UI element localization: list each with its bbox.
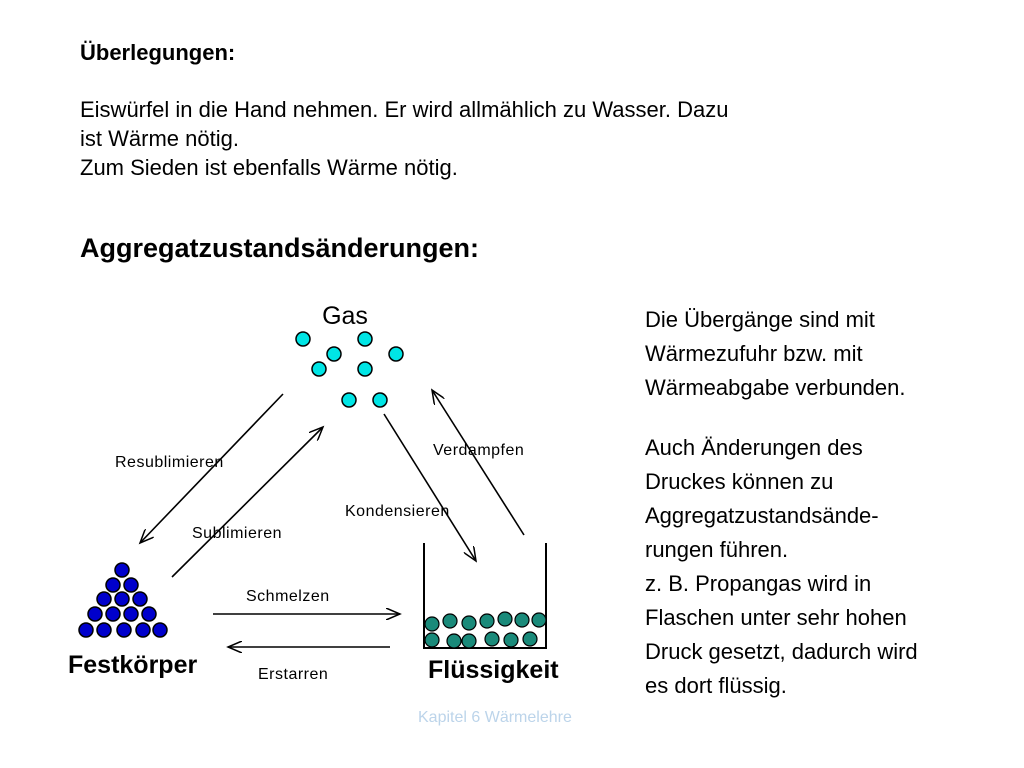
side-text-block-1: Die Übergänge sind mit Wärmezufuhr bzw. … <box>645 303 906 405</box>
side-line: Wärmeabgabe verbunden. <box>645 375 906 400</box>
gas-particle <box>388 346 404 362</box>
gas-particles <box>295 331 404 408</box>
side-line: z. B. Propangas wird in <box>645 571 872 596</box>
liquid-label: Flüssigkeit <box>428 656 559 684</box>
label-verdampfen: Verdampfen <box>433 442 524 459</box>
solid-label: Festkörper <box>68 651 197 679</box>
side-line: rungen führen. <box>645 537 789 562</box>
side-text-block-2: Auch Änderungen des Druckes können zu Ag… <box>645 431 918 703</box>
solid-particles <box>78 562 168 638</box>
gas-particle <box>357 331 373 347</box>
arrow-verdampfen <box>432 390 525 536</box>
gas-particle <box>295 331 311 347</box>
label-schmelzen: Schmelzen <box>246 588 330 605</box>
arrow-sublimieren <box>171 427 323 578</box>
intro-paragraph: Eiswürfel in die Hand nehmen. Er wird al… <box>80 95 940 182</box>
arrow-kondensieren <box>383 413 476 561</box>
label-erstarren: Erstarren <box>258 666 328 683</box>
gas-particle <box>341 392 357 408</box>
label-sublimieren: Sublimieren <box>192 525 282 542</box>
side-line: Aggregatzustandsände- <box>645 503 879 528</box>
paragraph-line: ist Wärme nötig. <box>80 126 239 151</box>
side-line: Wärmezufuhr bzw. mit <box>645 341 863 366</box>
side-line: Die Übergänge sind mit <box>645 307 875 332</box>
heading-aggregatzustandsaenderungen: Aggregatzustandsänderungen: <box>80 233 480 263</box>
gas-particle <box>357 361 373 377</box>
label-resublimieren: Resublimieren <box>115 454 224 471</box>
side-line: Auch Änderungen des <box>645 435 863 460</box>
footer-chapter: Kapitel 6 Wärmelehre <box>418 709 572 726</box>
paragraph-line: Eiswürfel in die Hand nehmen. Er wird al… <box>80 97 729 122</box>
side-line: Druck gesetzt, dadurch wird <box>645 639 918 664</box>
gas-label: Gas <box>322 302 368 330</box>
heading-ueberlegungen: Überlegungen: <box>80 40 236 65</box>
side-line: es dort flüssig. <box>645 673 787 698</box>
liquid-container <box>423 543 547 649</box>
liquid-particles <box>424 611 547 649</box>
paragraph-line: Zum Sieden ist ebenfalls Wärme nötig. <box>80 155 458 180</box>
side-line: Druckes können zu <box>645 469 834 494</box>
arrow-resublimieren <box>140 393 284 543</box>
side-line: Flaschen unter sehr hohen <box>645 605 907 630</box>
label-kondensieren: Kondensieren <box>345 503 450 520</box>
gas-particle <box>311 361 327 377</box>
gas-particle <box>326 346 342 362</box>
gas-particle <box>372 392 388 408</box>
